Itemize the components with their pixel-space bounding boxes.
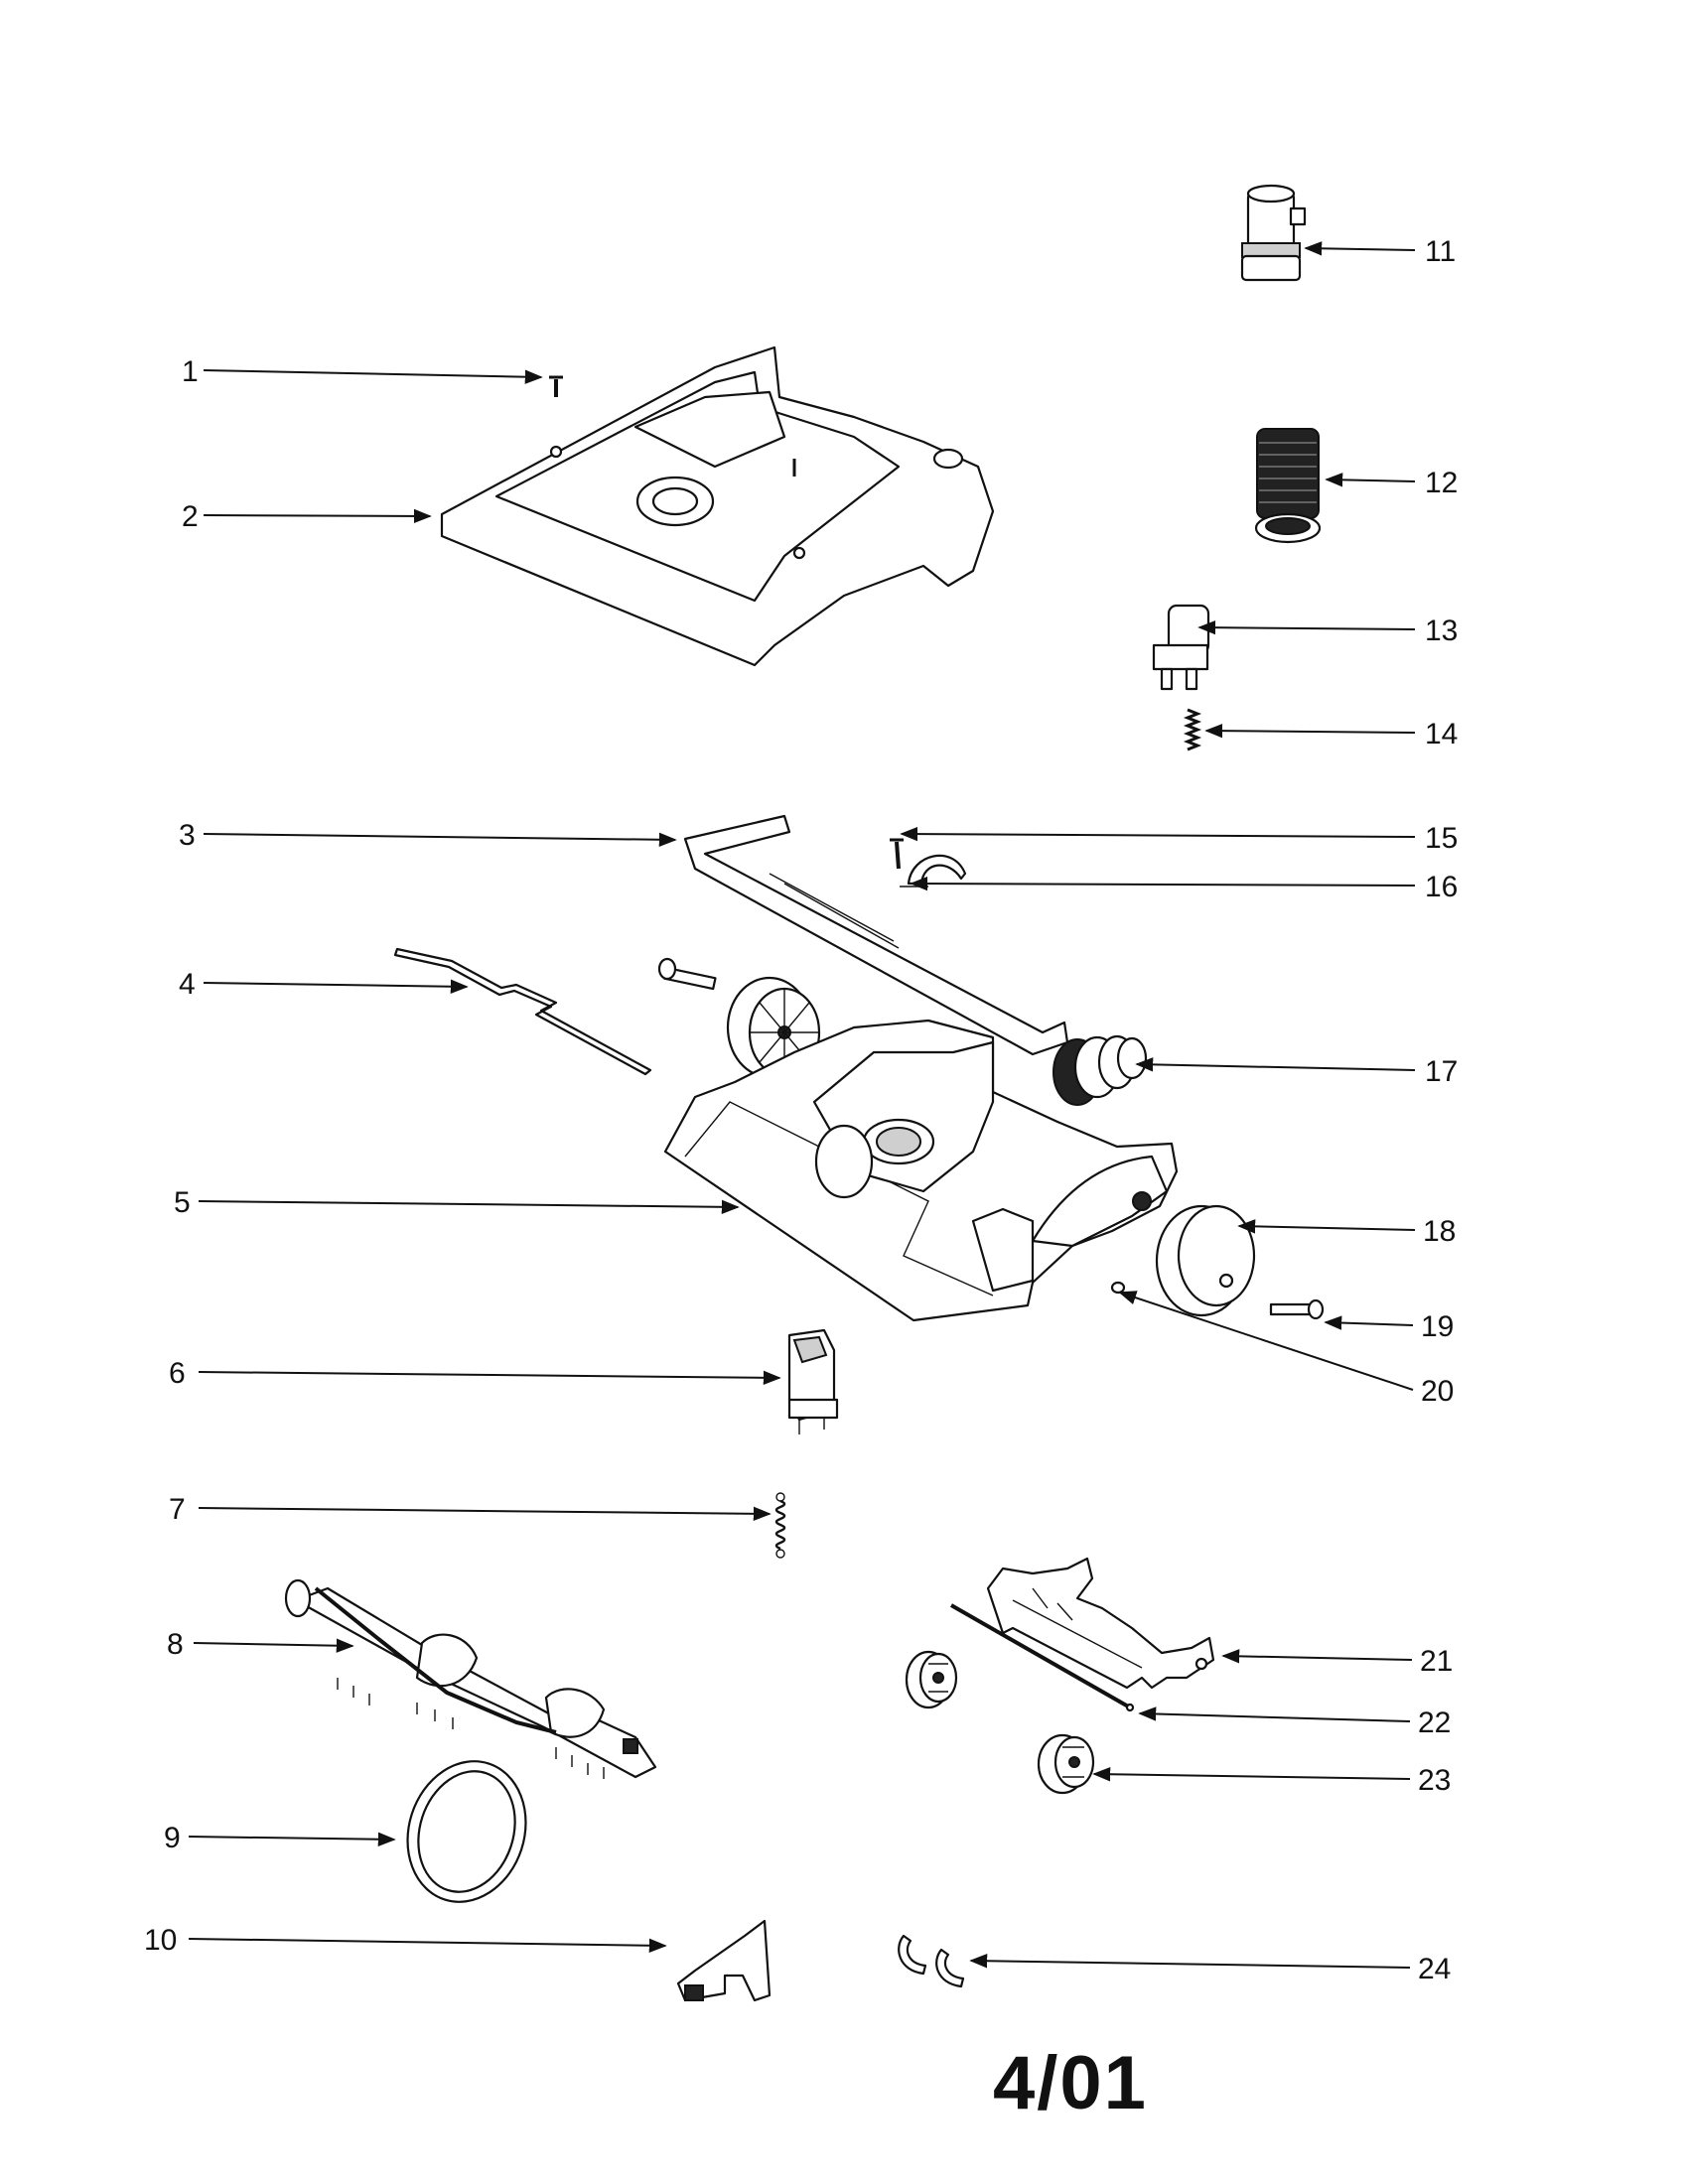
part-6-latch xyxy=(787,1328,839,1434)
part-5-base-housing xyxy=(663,1019,1179,1322)
callout-5: 5 xyxy=(174,1186,191,1219)
leader-2 xyxy=(203,508,432,524)
part-9-drive-belt xyxy=(406,1760,527,1903)
part-22-axle-rod xyxy=(950,1603,1135,1712)
part-10-belt-guard xyxy=(676,1919,772,2002)
part-2-top-cover xyxy=(440,345,995,667)
callout-3: 3 xyxy=(179,819,196,852)
callout-numbers: 1 2 3 4 5 6 7 8 9 10 11 12 13 14 15 16 1… xyxy=(144,235,1458,1985)
part-12-ribbed-hose xyxy=(1254,428,1322,544)
leader-11 xyxy=(1304,241,1416,256)
part-23-small-wheel xyxy=(1037,1733,1095,1795)
leader-17 xyxy=(1135,1057,1416,1072)
leader-20 xyxy=(1118,1291,1414,1391)
leader-7 xyxy=(198,1506,772,1522)
part-7-spring xyxy=(774,1492,786,1559)
leader-1 xyxy=(203,369,543,384)
leader-16 xyxy=(910,876,1416,891)
leader-21 xyxy=(1221,1649,1413,1664)
callout-7: 7 xyxy=(169,1493,186,1526)
leader-6 xyxy=(198,1370,781,1386)
part-16-cord-clip xyxy=(900,854,967,887)
leader-23 xyxy=(1092,1767,1411,1782)
callout-14: 14 xyxy=(1425,718,1458,751)
part-small-wheel xyxy=(905,1650,958,1709)
leader-14 xyxy=(1204,723,1416,739)
callout-16: 16 xyxy=(1425,871,1458,903)
part-1-screw xyxy=(549,375,563,397)
part-11-hose-adapter xyxy=(1240,184,1307,282)
callout-10: 10 xyxy=(144,1924,177,1957)
callout-21: 21 xyxy=(1420,1645,1453,1678)
part-19-wheel-bolt xyxy=(1269,1298,1325,1320)
callout-8: 8 xyxy=(167,1628,184,1661)
part-axle-bolt xyxy=(657,957,717,991)
revision-date: 4/01 xyxy=(993,2041,1148,2125)
callout-4: 4 xyxy=(179,968,196,1001)
leader-3 xyxy=(203,832,677,847)
callout-17: 17 xyxy=(1425,1055,1458,1088)
leader-9 xyxy=(188,1832,396,1846)
callout-23: 23 xyxy=(1418,1764,1451,1797)
leader-22 xyxy=(1138,1706,1411,1722)
part-15-screw xyxy=(890,838,904,870)
leader-5 xyxy=(198,1199,740,1215)
part-20-washer xyxy=(1110,1281,1126,1295)
part-4-metal-bracket xyxy=(393,947,652,1076)
callout-2: 2 xyxy=(182,500,199,533)
part-8-brush-roll xyxy=(284,1578,657,1779)
callout-18: 18 xyxy=(1423,1215,1456,1248)
callout-24: 24 xyxy=(1418,1953,1451,1985)
callout-1: 1 xyxy=(182,355,199,388)
leader-lines xyxy=(188,241,1416,1969)
callout-20: 20 xyxy=(1421,1375,1454,1408)
callout-19: 19 xyxy=(1421,1310,1454,1343)
part-14-spring xyxy=(1183,708,1202,751)
leader-4 xyxy=(203,979,469,994)
part-13-switch xyxy=(1152,604,1210,691)
leader-12 xyxy=(1325,473,1416,487)
callout-22: 22 xyxy=(1418,1706,1451,1739)
part-3-bumper-strip xyxy=(683,814,1069,1056)
leader-13 xyxy=(1197,619,1416,635)
callout-6: 6 xyxy=(169,1357,186,1390)
part-17-duct-connector xyxy=(1052,1034,1148,1106)
callout-11: 11 xyxy=(1425,235,1456,268)
part-21-rear-frame xyxy=(986,1557,1215,1690)
leader-18 xyxy=(1237,1219,1416,1234)
part-24-clips xyxy=(898,1934,965,1988)
callout-13: 13 xyxy=(1425,614,1458,647)
leader-15 xyxy=(900,826,1416,842)
leader-10 xyxy=(188,1938,667,1953)
part-18-side-wheel xyxy=(1155,1204,1256,1317)
callout-9: 9 xyxy=(164,1822,181,1854)
callout-12: 12 xyxy=(1425,467,1458,499)
leader-8 xyxy=(193,1638,354,1653)
callout-15: 15 xyxy=(1425,822,1458,855)
leader-24 xyxy=(969,1954,1411,1969)
leader-19 xyxy=(1324,1315,1414,1330)
